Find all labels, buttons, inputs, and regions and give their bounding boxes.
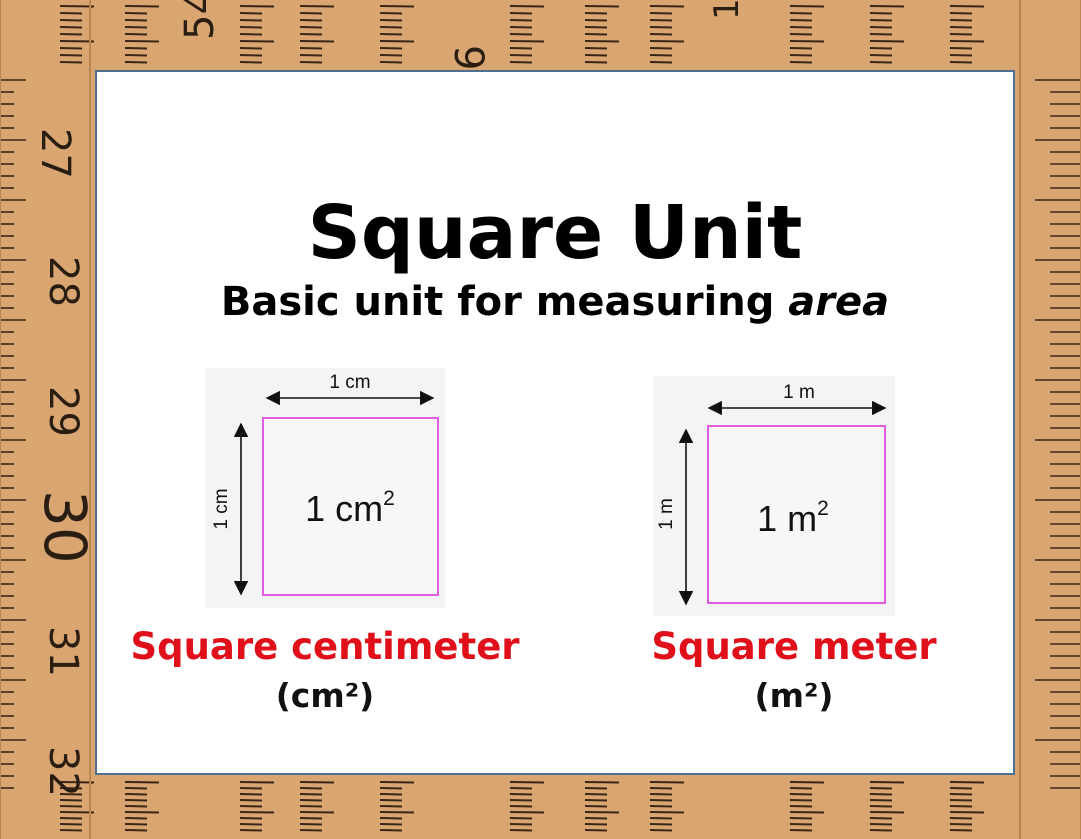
square-area-label: 1 m <box>757 498 817 539</box>
square-meter-diagram: 1 m 1 m 1 m2 <box>653 376 895 616</box>
side-dimension-label: 1 m <box>656 498 677 530</box>
unit-abbreviation: (m²) <box>754 676 834 715</box>
unit-name: Square meter <box>651 625 937 668</box>
unit-square <box>262 417 439 596</box>
square-area-exponent: 2 <box>383 487 395 510</box>
side-dimension-label: 1 cm <box>211 488 232 529</box>
slide-title: Square Unit <box>307 190 803 276</box>
svg-text:31: 31 <box>40 626 86 677</box>
square-area-exponent: 2 <box>817 497 829 520</box>
svg-text:29: 29 <box>40 386 86 437</box>
svg-text:30: 30 <box>31 490 99 564</box>
top-dimension-label: 1 m <box>783 382 815 403</box>
svg-text:54: 54 <box>177 0 223 40</box>
subtitle-main: Basic unit for measuring <box>220 279 789 325</box>
unit-abbreviation: (cm²) <box>275 676 375 715</box>
unit-square <box>707 425 886 604</box>
unit-name: Square centimeter <box>130 625 520 668</box>
square-centimeter-caption: Square centimeter (cm²) <box>95 628 555 712</box>
square-centimeter-diagram: 1 cm 1 cm 1 cm2 <box>205 368 445 608</box>
svg-text:1 cm2: 1 cm2 <box>305 487 395 529</box>
square-meter-caption: Square meter (m²) <box>564 628 1024 712</box>
svg-text:32: 32 <box>40 746 86 797</box>
svg-text:1 m2: 1 m2 <box>757 497 829 539</box>
svg-text:28: 28 <box>40 256 86 307</box>
subtitle-emphasis: area <box>788 279 890 325</box>
svg-text:13: 13 <box>707 0 747 20</box>
svg-text:27: 27 <box>32 128 78 179</box>
svg-text:9: 9 <box>445 45 491 70</box>
slide-card: Square Unit Basic unit for measuring are… <box>95 70 1015 775</box>
slide-subtitle: Basic unit for measuring area <box>97 282 1013 322</box>
top-dimension-label: 1 cm <box>329 372 370 393</box>
square-area-label: 1 cm <box>305 488 383 529</box>
